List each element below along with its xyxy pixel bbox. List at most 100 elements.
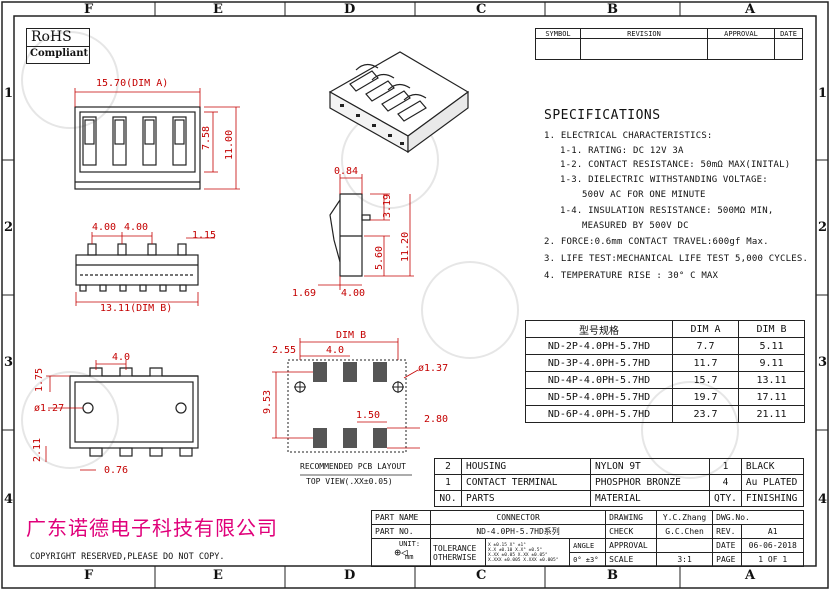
- bom-cell: NYLON 9T: [590, 458, 710, 475]
- bom-cell: Au PLATED: [740, 474, 805, 491]
- zone-col-b-bottom: B: [607, 568, 618, 583]
- tb-value-part-name: CONNECTOR: [429, 510, 607, 525]
- dim-table-cell: ND-2P-4.0PH-5.7HD: [525, 337, 673, 355]
- bom-header: PARTS: [461, 490, 591, 507]
- dim-label-side: 1.69: [292, 288, 317, 299]
- zone-col-f-bottom: F: [84, 568, 94, 583]
- dim-table-cell: ND-6P-4.0PH-5.7HD: [525, 405, 673, 423]
- tb-label: REV.: [712, 524, 743, 539]
- dim-label-pitch: 4.00: [92, 222, 117, 233]
- tb-value-angle: 0° ±3°: [569, 552, 607, 567]
- bom-header: NO.: [434, 490, 462, 507]
- tb-label-unit: UNIT:: [399, 540, 421, 548]
- zone-row-4: 4: [4, 492, 14, 507]
- bom-cell: 4: [709, 474, 742, 491]
- dim-label-pcb: 2.55: [272, 345, 297, 356]
- dim-label-pcb: DIM B: [336, 330, 367, 341]
- tb-label: OTHERWISE: [433, 552, 477, 562]
- zone-row-2: 2: [4, 220, 14, 235]
- dim-label-pcb: 4.0: [326, 345, 345, 356]
- dim-table-cell: 11.7: [672, 354, 739, 372]
- zone-row-3-right: 3: [818, 355, 828, 370]
- copyright-notice: COPYRIGHT RESERVED,PLEASE DO NOT COPY.: [30, 552, 225, 562]
- zone-col-d-bottom: D: [344, 568, 356, 583]
- title-block: PART NAME CONNECTOR DRAWING Y.C.Zhang DW…: [371, 510, 804, 567]
- tb-tolerance-line: X.XX ±0.05 X.XX ±0.05°: [488, 552, 548, 558]
- title-block-table: PART NAME CONNECTOR DRAWING Y.C.Zhang DW…: [371, 510, 804, 567]
- dim-label-height: 7.58: [201, 125, 212, 150]
- bom-cell: PHOSPHOR BRONZE: [590, 474, 710, 491]
- tb-label: DRAWING: [605, 510, 657, 525]
- bom-cell: BLACK: [740, 458, 805, 475]
- bom-cell: 1: [709, 458, 742, 475]
- dim-table-cell: 9.11: [738, 354, 805, 372]
- dim-label-height: 11.00: [224, 129, 235, 160]
- tb-label: CHECK: [605, 524, 657, 539]
- spec-line: 1-2. CONTACT RESISTANCE: 50mΩ MAX(INITAL…: [560, 160, 791, 170]
- zone-col-b: B: [607, 2, 618, 17]
- spec-line: 3. LIFE TEST:MECHANICAL LIFE TEST 5,000 …: [544, 254, 809, 264]
- bom-cell: CONTACT TERMINAL: [461, 474, 591, 491]
- dim-table-cell: 23.7: [672, 405, 739, 423]
- zone-col-e-bottom: E: [213, 568, 223, 583]
- tb-label: DWG.No.: [712, 510, 804, 525]
- dim-label-pin: 1.15: [192, 230, 217, 241]
- dim-label-pcb: 9.53: [262, 389, 273, 414]
- dim-label-pcb: ø1.37: [418, 363, 449, 374]
- zone-row-1: 1: [4, 86, 14, 101]
- dim-table-header-dim-a: DIM A: [672, 320, 739, 338]
- zone-col-f: F: [84, 2, 94, 17]
- tb-label: PAGE: [712, 552, 743, 567]
- dim-table-cell: 17.11: [738, 388, 805, 406]
- pcb-caption-title: RECOMMENDED PCB LAYOUT: [300, 462, 406, 471]
- dim-table-cell: 5.11: [738, 337, 805, 355]
- dim-table-header-dim-b: DIM B: [738, 320, 805, 338]
- revision-table: SYMBOL REVISION APPROVAL DATE: [535, 28, 803, 60]
- dim-table-header-model: 型号规格: [525, 320, 673, 338]
- tb-tolerance-line: X ±0.15 X° ±1°: [488, 542, 526, 548]
- tb-label: DATE: [712, 538, 743, 553]
- zone-col-e: E: [213, 2, 223, 17]
- zone-col-c: C: [476, 2, 487, 17]
- dim-table-cell: ND-5P-4.0PH-5.7HD: [525, 388, 673, 406]
- tb-tolerance-line: X.XXX ±0.005 X.XXX ±0.005°: [488, 557, 559, 563]
- dim-label-bottom: 0.76: [104, 465, 129, 476]
- bom-table: 2 HOUSING NYLON 9T 1 BLACK 1 CONTACT TER…: [434, 458, 805, 507]
- tb-label: APPROVAL: [605, 538, 657, 553]
- table-row: 2 HOUSING NYLON 9T 1 BLACK: [434, 458, 805, 475]
- tb-value-date: 06-06-2018: [741, 538, 804, 553]
- spec-line: 1-1. RATING: DC 12V 3A: [560, 146, 684, 156]
- dim-table-cell: 21.11: [738, 405, 805, 423]
- dim-label-bottom: 4.0: [112, 352, 131, 363]
- tb-value-check: G.C.Chen: [655, 524, 714, 539]
- rohs-badge: RoHS Compliant: [26, 28, 90, 64]
- dim-label-bottom: 2.11: [32, 437, 43, 462]
- tb-value-part-no: ND-4.0PH-5.7HD系列: [429, 524, 607, 539]
- tb-value-scale: 3:1: [655, 552, 714, 567]
- projection-symbol-icon: ⊕◁: [371, 538, 431, 567]
- dim-label-pitch: 4.00: [124, 222, 149, 233]
- tb-label: PART NAME: [371, 510, 431, 525]
- zone-row-1-right: 1: [818, 86, 828, 101]
- dim-label-side: 11.20: [400, 231, 411, 262]
- spec-line: 500V AC FOR ONE MINUTE: [582, 190, 706, 200]
- specifications-title: SPECIFICATIONS: [544, 108, 661, 123]
- dim-label-side: 5.60: [374, 245, 385, 270]
- spec-line: 1-3. DIELECTRIC WITHSTANDING VOLTAGE:: [560, 175, 768, 185]
- bom-header: MATERIAL: [590, 490, 710, 507]
- spec-line: MEASURED BY 500V DC: [582, 221, 689, 231]
- rev-header-approval: APPROVAL: [707, 28, 775, 39]
- dim-table-cell: 15.7: [672, 371, 739, 389]
- dim-table-cell: ND-3P-4.0PH-5.7HD: [525, 354, 673, 372]
- tb-label: ANGLE: [569, 538, 607, 553]
- bom-cell: 1: [434, 474, 462, 491]
- zone-row-2-right: 2: [818, 220, 828, 235]
- spec-line: 1-4. INSULATION RESISTANCE: 500MΩ MIN,: [560, 206, 774, 216]
- tb-label: SCALE: [605, 552, 657, 567]
